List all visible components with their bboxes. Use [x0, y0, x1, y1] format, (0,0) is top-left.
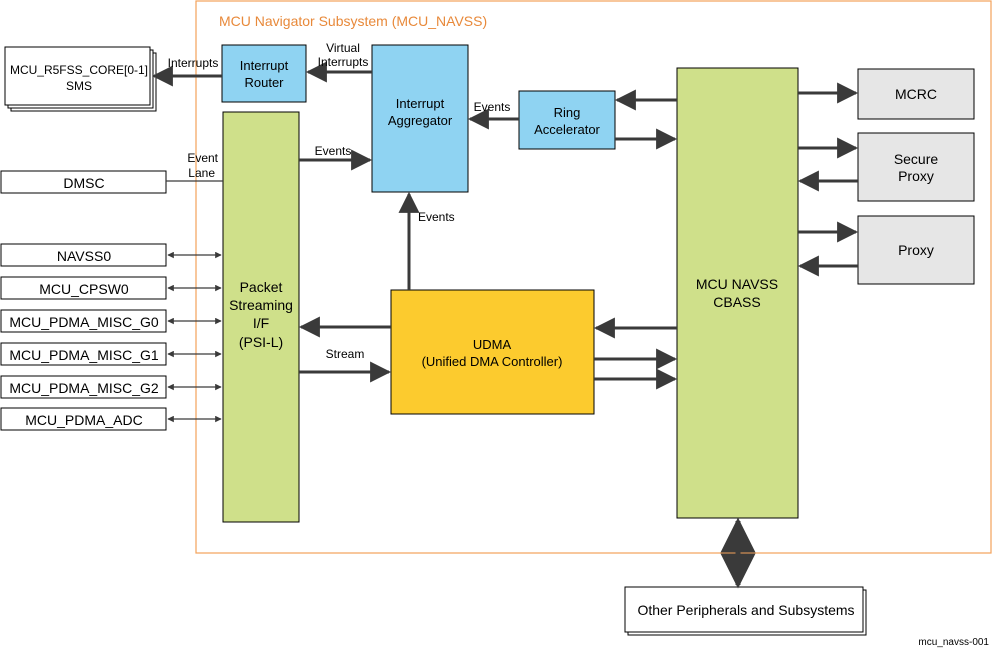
mcrc-block: MCRC	[857, 68, 975, 120]
udma-label-1: UDMA	[473, 337, 512, 352]
external-module-pdma-misc-g2: MCU_PDMA_MISC_G2	[9, 380, 159, 396]
udma-label-2: (Unified DMA Controller)	[422, 354, 563, 369]
mcu-r5fss-block: MCU_R5FSS_CORE[0-1] SMS	[4, 46, 157, 112]
secure-proxy-block: Secure Proxy	[857, 132, 975, 202]
udma-events-label: Events	[418, 210, 455, 224]
navss-frame	[195, 0, 992, 554]
event-lane-label-2: Lane	[188, 166, 215, 180]
stream-label: Stream	[326, 347, 365, 361]
secure-proxy-label-1: Secure	[894, 151, 939, 167]
interrupt-router-label-1: Interrupt	[240, 58, 289, 73]
psil-label-1: Packet	[240, 279, 283, 295]
interrupt-aggregator-block: Interrupt Aggregator	[371, 44, 469, 193]
external-module-pdma-misc-g1: MCU_PDMA_MISC_G1	[9, 347, 159, 363]
external-module-dmsc: DMSC	[63, 175, 104, 191]
udma-block: UDMA (Unified DMA Controller)	[390, 289, 595, 415]
cbass-block: MCU NAVSS CBASS	[676, 67, 799, 519]
psil-events-label: Events	[315, 144, 352, 158]
secure-proxy-label-2: Proxy	[898, 168, 934, 184]
proxy-label: Proxy	[898, 242, 934, 258]
mcu-r5fss-label-2: SMS	[66, 79, 92, 93]
ring-accelerator-block: Ring Accelerator	[518, 90, 616, 150]
other-peripherals-block: Other Peripherals and Subsystems	[624, 586, 867, 636]
mcu-r5fss-label-1: MCU_R5FSS_CORE[0-1]	[10, 63, 148, 77]
mcrc-label: MCRC	[895, 86, 937, 102]
ring-accelerator-label-2: Accelerator	[534, 122, 600, 137]
psil-label-3: I/F	[253, 315, 269, 331]
figure-id: mcu_navss-001	[918, 637, 989, 648]
other-peripherals-label: Other Peripherals and Subsystems	[637, 602, 854, 618]
external-module-pdma-adc: MCU_PDMA_ADC	[25, 412, 142, 428]
interrupt-router-block: Interrupt Router	[221, 44, 307, 103]
interrupt-aggregator-label-2: Aggregator	[388, 113, 453, 128]
virtual-interrupts-label-1: Virtual	[326, 41, 360, 55]
cbass-label-1: MCU NAVSS	[696, 276, 778, 292]
navss-title: MCU Navigator Subsystem (MCU_NAVSS)	[219, 13, 487, 29]
external-module-mcu-cpsw0: MCU_CPSW0	[39, 281, 129, 297]
virtual-interrupts-label-2: Interrupts	[318, 55, 369, 69]
external-module-pdma-misc-g0: MCU_PDMA_MISC_G0	[9, 314, 159, 330]
event-lane-label-1: Event	[187, 151, 218, 165]
interrupts-label: Interrupts	[168, 56, 219, 70]
thick-arrows	[151, 61, 859, 589]
connector-labels: Interrupts Virtual Interrupts Events Eve…	[168, 41, 511, 361]
ring-accelerator-label-1: Ring	[554, 105, 581, 120]
external-module-navss0: NAVSS0	[57, 248, 111, 264]
proxy-block: Proxy	[857, 215, 975, 285]
ring-events-label: Events	[474, 100, 511, 114]
left-connectors	[166, 180, 223, 423]
psil-block: Packet Streaming I/F (PSI-L)	[222, 111, 300, 523]
external-modules: DMSC NAVSS0 MCU_CPSW0 MCU_PDMA_MISC_G0 M…	[0, 170, 167, 431]
psil-label-2: Streaming	[229, 297, 293, 313]
cbass-label-2: CBASS	[713, 294, 760, 310]
psil-label-4: (PSI-L)	[239, 334, 283, 350]
interrupt-aggregator-label-1: Interrupt	[396, 96, 445, 111]
interrupt-router-label-2: Router	[244, 75, 284, 90]
